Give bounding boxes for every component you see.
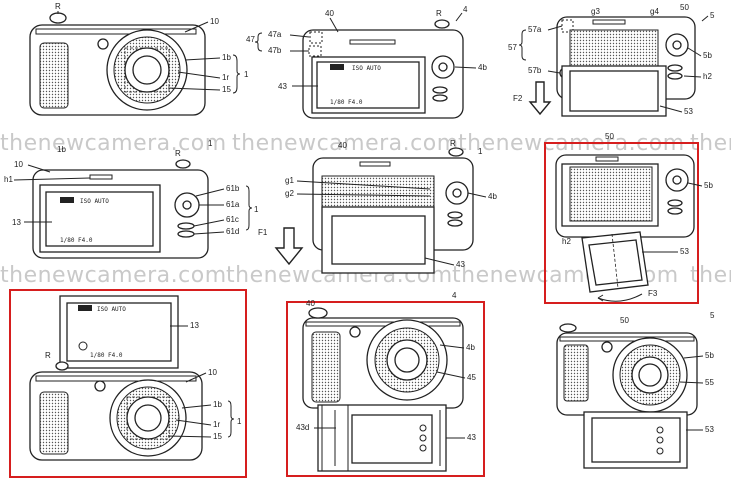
label-57a: 57a: [528, 25, 542, 34]
label-1b: 1b: [222, 53, 231, 62]
label-13-g: 13: [190, 321, 199, 330]
watermark-1: thenewcamera.com: [0, 131, 227, 156]
figure-camera-5-rotating-screen: 50 5b h2 53 F3: [544, 132, 713, 304]
label-45: 45: [467, 373, 476, 382]
label-1-d: 1: [208, 139, 213, 148]
label-43-h: 43: [467, 433, 476, 442]
label-13: 13: [12, 218, 21, 227]
label-5-i: 5: [710, 311, 715, 320]
label-47: 47: [246, 35, 255, 44]
label-61c: 61c: [226, 215, 239, 224]
label-1: 1: [244, 70, 249, 79]
label-53: 53: [684, 107, 693, 116]
label-50-f: 50: [605, 132, 614, 141]
label-4: 4: [463, 5, 468, 14]
figure-rear-view-camera-4-lowered: 40 R 1 g1 g2 4b 43 F1: [258, 139, 497, 274]
label-g1: g1: [285, 176, 294, 185]
label-61d: 61d: [226, 227, 239, 236]
label-15: 15: [222, 85, 231, 94]
label-50-i: 50: [620, 316, 629, 325]
label-40-h: 40: [306, 299, 315, 308]
label-40: 40: [325, 9, 334, 18]
label-50: 50: [680, 3, 689, 12]
label-1b-d: 1b: [57, 145, 66, 154]
screen-mode-b: ISO AUTO: [352, 65, 381, 72]
label-h1: h1: [4, 175, 13, 184]
label-57b: 57b: [528, 66, 542, 75]
label-R-d: R: [175, 149, 181, 158]
label-F2: F2: [513, 94, 523, 103]
label-1r-g: 1r: [213, 420, 220, 429]
label-4b-e: 4b: [488, 192, 497, 201]
figure-camera-5-screen-below: 50 5 5b 55 53: [556, 311, 715, 469]
label-R-b: R: [436, 9, 442, 18]
screen-mode-g: ISO AUTO: [97, 306, 126, 313]
label-47b: 47b: [268, 46, 282, 55]
label-61b: 61b: [226, 184, 240, 193]
label-10-d: 10: [14, 160, 23, 169]
label-57: 57: [508, 43, 517, 52]
label-g4: g4: [650, 7, 659, 16]
watermark-2: thenewcamera.com: [232, 131, 459, 156]
label-4-h: 4: [452, 291, 457, 300]
label-43: 43: [278, 82, 287, 91]
label-53-f: 53: [680, 247, 689, 256]
label-h2-f: h2: [562, 237, 571, 246]
label-61a: 61a: [226, 200, 240, 209]
figure-camera-4-screen-below: 40 4 4b 45 43d 43: [286, 291, 485, 477]
label-10-g: 10: [208, 368, 217, 377]
figure-camera-1-screen-up: ISO AUTO 1/80 F4.0 R 13 10 1b 1r 15 1: [9, 289, 247, 478]
label-1-e: 1: [478, 147, 483, 156]
label-h2: h2: [703, 72, 712, 81]
label-15-g: 15: [213, 432, 222, 441]
label-1b-g: 1b: [213, 400, 222, 409]
label-g3: g3: [591, 7, 600, 16]
watermark-8: thenewcamera.com: [690, 263, 731, 288]
label-43d: 43d: [296, 423, 309, 432]
label-1-g: 1: [237, 417, 242, 426]
highlight-box-f: [544, 142, 699, 304]
screen-mode-d: ISO AUTO: [80, 198, 109, 205]
label-F3: F3: [648, 289, 658, 298]
figure-rear-view-camera-5-flip: g3 g4 50 5 57 57a 57b 5b h2 53 F2: [508, 3, 715, 117]
label-1r: 1r: [222, 73, 229, 82]
arrow-F2: [528, 81, 552, 116]
screen-exposure-d: 1/80 F4.0: [60, 237, 93, 244]
watermark-5: thenewcamera.com: [0, 263, 227, 288]
label-5b: 5b: [703, 51, 712, 60]
highlight-box-h: [286, 301, 485, 477]
figure-rear-view-camera-4: ISO AUTO 1/80 F4.0 40 R 4 47 47a 47b 43 …: [246, 5, 487, 119]
screen-exposure-b: 1/80 F4.0: [330, 99, 363, 106]
label-47a: 47a: [268, 30, 282, 39]
label-F1: F1: [258, 228, 268, 237]
label-53-i: 53: [705, 425, 714, 434]
label-R-e: R: [450, 139, 456, 148]
label-5: 5: [710, 11, 715, 20]
label-55: 55: [705, 378, 714, 387]
label-40-e: 40: [338, 141, 347, 150]
label-4b: 4b: [478, 63, 487, 72]
screen-exposure-g: 1/80 F4.0: [90, 352, 123, 359]
figure-rear-view-camera-1: ISO AUTO 1/80 F4.0 1b 10 h1 R 1 13 61b 6…: [4, 139, 259, 259]
watermarks: thenewcamera.com thenewcamera.com thenew…: [0, 131, 731, 288]
label-1-bracket-d: 1: [254, 205, 259, 214]
label-5b-f: 5b: [704, 181, 713, 190]
figure-front-view-camera-1: R 10 1b 1r 15 1: [29, 2, 249, 116]
arrow-F1: [274, 227, 304, 266]
highlight-box-g: [9, 289, 247, 478]
label-5b-i: 5b: [705, 351, 714, 360]
label-43-e: 43: [456, 260, 465, 269]
label-10: 10: [210, 17, 219, 26]
label-R: R: [55, 2, 61, 11]
label-4b-h: 4b: [466, 343, 475, 352]
label-g2: g2: [285, 189, 294, 198]
label-R-g: R: [45, 351, 51, 360]
